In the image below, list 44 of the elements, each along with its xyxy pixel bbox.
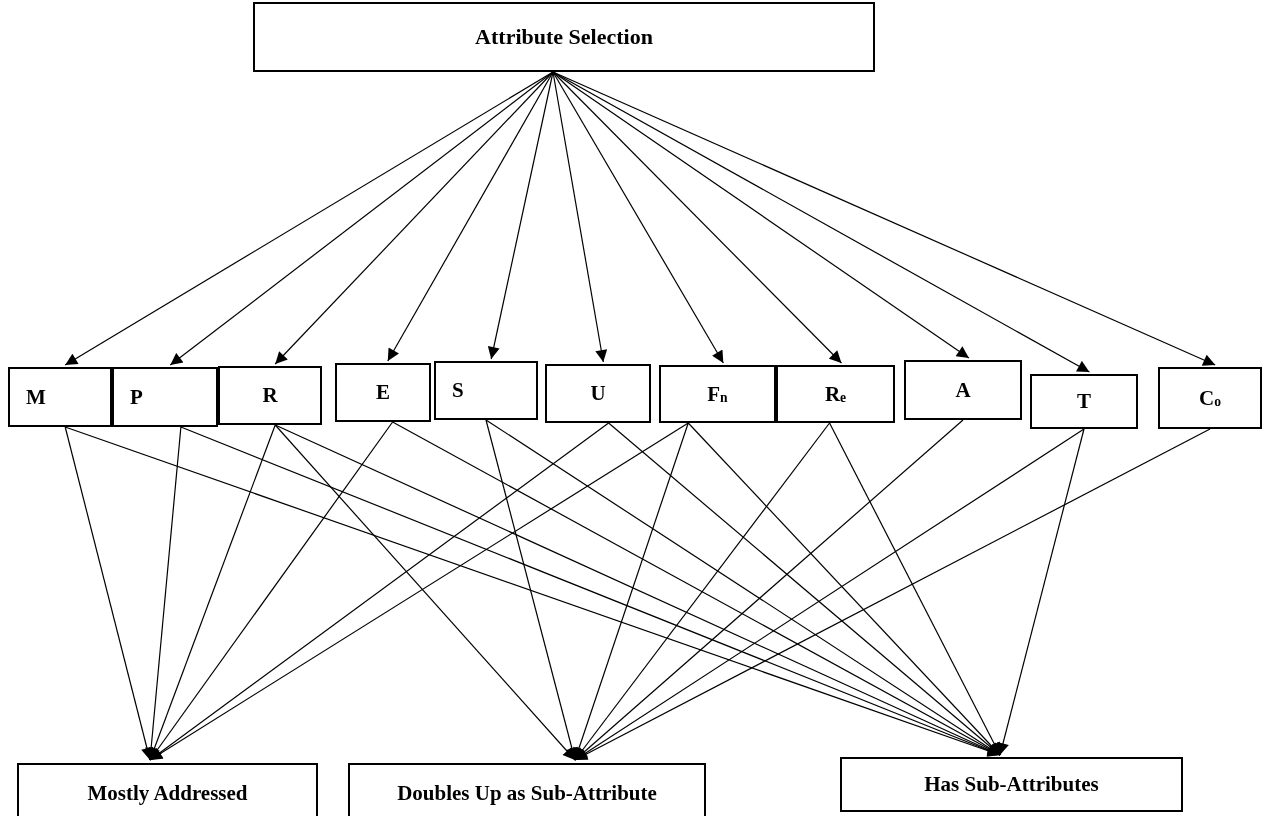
node-label: Has Sub-Attributes [924, 772, 1099, 797]
box [1158, 367, 1262, 429]
node-label: Mostly Addressed [87, 780, 248, 806]
box [218, 366, 322, 425]
box [8, 367, 112, 427]
arrow [608, 422, 1001, 756]
arrow [828, 422, 1001, 756]
arrow [485, 419, 578, 761]
arrow [387, 71, 554, 362]
box [112, 367, 218, 427]
node-label: R [262, 383, 278, 408]
node-label: P [130, 384, 143, 410]
box [253, 2, 875, 72]
arrow [997, 428, 1085, 756]
arrow [552, 71, 843, 364]
node-label: Doubles Up as Sub-Attribute [397, 780, 657, 806]
node-label: S [452, 378, 464, 403]
node-label: Attribute Selection [475, 24, 653, 50]
arrow [487, 71, 554, 360]
arrow [552, 71, 724, 364]
node-label: E [376, 380, 390, 405]
arrow [145, 426, 182, 761]
arrow [149, 421, 394, 761]
arrow [552, 71, 608, 363]
arrow [574, 422, 831, 761]
box [434, 361, 538, 420]
box [348, 763, 706, 816]
arrow [274, 71, 554, 365]
box [659, 365, 776, 423]
box [545, 364, 651, 423]
box [335, 363, 431, 422]
node-label: T [1077, 389, 1091, 414]
arrow [574, 428, 1211, 761]
node-label: M [26, 384, 46, 410]
box [1030, 374, 1138, 429]
node-label: A [955, 377, 971, 403]
arrow [574, 428, 1085, 761]
box [776, 365, 895, 423]
arrow [274, 424, 576, 761]
box [840, 757, 1183, 812]
node-label: U [590, 381, 606, 406]
arrow [485, 419, 1001, 756]
box [904, 360, 1022, 420]
box [17, 763, 318, 816]
